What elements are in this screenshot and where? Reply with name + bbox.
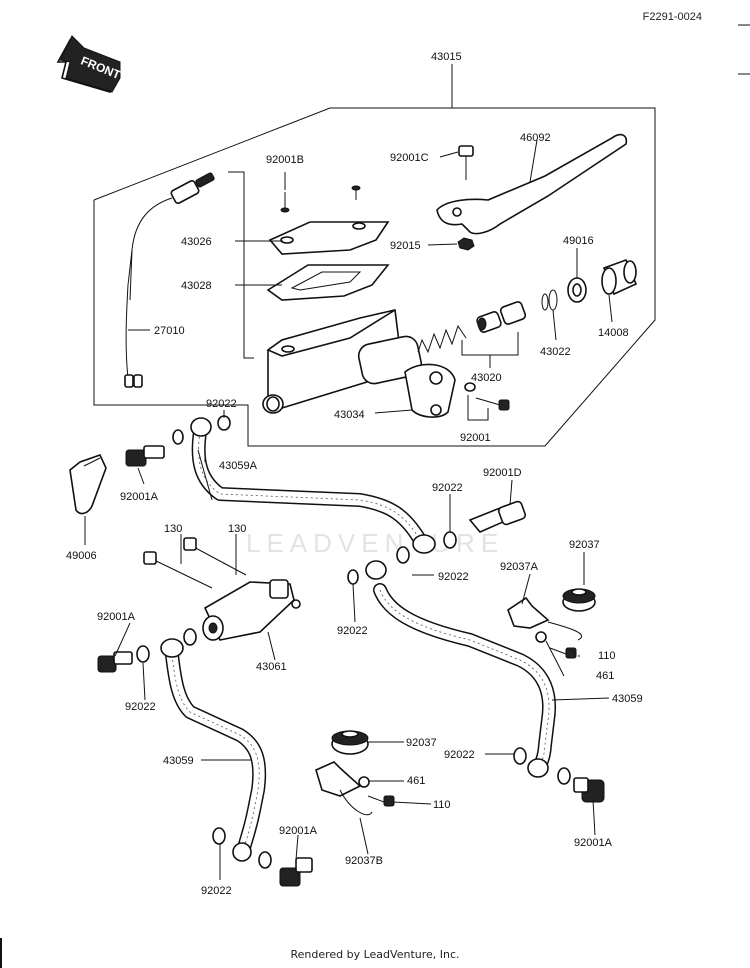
- part-label: 92001A: [97, 611, 136, 623]
- part-label: 43022: [540, 346, 571, 358]
- brake-hose-upper: [190, 417, 436, 554]
- part-label: 92001A: [574, 837, 613, 849]
- part-label: 14008: [598, 327, 629, 339]
- hose-clamp: [315, 761, 373, 816]
- banjo-bolt-icon: [468, 500, 527, 533]
- brake-lever: [436, 133, 628, 235]
- brake-light-switch: [124, 172, 215, 388]
- sealing-washer: [136, 628, 197, 663]
- part-label: 43020: [471, 372, 502, 384]
- part-label: 43028: [181, 280, 212, 292]
- part-label: 92001: [460, 432, 491, 444]
- rubber-cap: [69, 454, 107, 515]
- part-label: 92037B: [345, 855, 383, 867]
- part-label: 92037: [569, 539, 600, 551]
- part-label: 92022: [444, 749, 475, 761]
- part-label: 49016: [563, 235, 594, 247]
- part-label: 92001A: [279, 825, 318, 837]
- reservoir-diaphragm: [266, 264, 390, 301]
- clamp-bolt-icon: [358, 776, 395, 807]
- part-label: 130: [228, 523, 246, 535]
- banjo-bolt-icon: [97, 651, 133, 673]
- part-label: 92037: [406, 737, 437, 749]
- front-arrow-icon: FRONT: [56, 35, 123, 93]
- part-label: 43034: [334, 409, 365, 421]
- clamp-bolt-icon: [535, 631, 577, 659]
- part-label: 92015: [390, 240, 421, 252]
- part-label: 92001B: [266, 154, 304, 166]
- piston-bracket: [461, 332, 519, 356]
- snap-ring-icon: [541, 289, 558, 311]
- part-label: 461: [407, 775, 425, 787]
- piston-assembly: [417, 301, 527, 354]
- cap-screw-icon: [280, 185, 361, 213]
- part-label: 461: [596, 670, 614, 682]
- part-label: 92022: [206, 398, 237, 410]
- reservoir-cap: [268, 221, 390, 255]
- dust-boot: [567, 277, 587, 303]
- part-label: 92022: [438, 571, 469, 583]
- assembly-outline: [93, 107, 656, 447]
- figure-code: F2291-0024: [642, 11, 702, 23]
- part-label: 43061: [256, 661, 287, 673]
- part-label: 92001C: [390, 152, 429, 164]
- screw-bracket: [467, 395, 489, 421]
- edge-mark: [0, 938, 2, 968]
- part-label: 92001D: [483, 467, 522, 479]
- brake-hose-left: [160, 638, 267, 862]
- part-label: 130: [164, 523, 182, 535]
- lock-nut-icon: [457, 237, 475, 251]
- master-cylinder-body: [262, 308, 423, 414]
- part-label: 27010: [154, 325, 185, 337]
- watermark-text: LEADVENTURE: [246, 528, 504, 558]
- part-label: 92022: [201, 885, 232, 897]
- part-label: 43059A: [219, 460, 258, 472]
- part-label: 110: [598, 650, 616, 662]
- brake-hose-right: [365, 560, 556, 778]
- part-label: 110: [433, 799, 451, 811]
- part-label: 92001A: [120, 491, 159, 503]
- switch-bracket: [228, 171, 254, 359]
- part-label: 92022: [432, 482, 463, 494]
- banjo-bolt-icon: [573, 777, 605, 803]
- grommet: [331, 730, 369, 755]
- part-label: 43059: [163, 755, 194, 767]
- part-label: 43059: [612, 693, 643, 705]
- part-label: 49006: [66, 550, 97, 562]
- part-label: 43026: [181, 236, 212, 248]
- brake-hose-joint: [202, 579, 301, 641]
- clamp-holder: [404, 363, 456, 418]
- footer-credit: Rendered by LeadVenture, Inc.: [290, 948, 460, 961]
- banjo-bolt-icon: [279, 857, 313, 887]
- sealing-washer: [513, 747, 571, 785]
- lever-pivot: [601, 258, 638, 296]
- hose-clamp: [507, 596, 582, 641]
- part-label: 46092: [520, 132, 551, 144]
- part-label: 92022: [337, 625, 368, 637]
- grommet: [562, 588, 596, 612]
- clamp-bolt-icon: [464, 382, 510, 411]
- part-label: 43015: [431, 51, 462, 63]
- part-label: 92022: [125, 701, 156, 713]
- part-labels: 43015 92001B 92001C 46092 43026 92015 49…: [66, 51, 643, 897]
- mounting-bolt-icon: [143, 537, 247, 589]
- leader-lines: [84, 139, 613, 880]
- sealing-washer: [212, 827, 272, 869]
- banjo-bolt-icon: [125, 445, 165, 467]
- part-label: 92037A: [500, 561, 539, 573]
- pivot-bolt-icon: [458, 145, 474, 180]
